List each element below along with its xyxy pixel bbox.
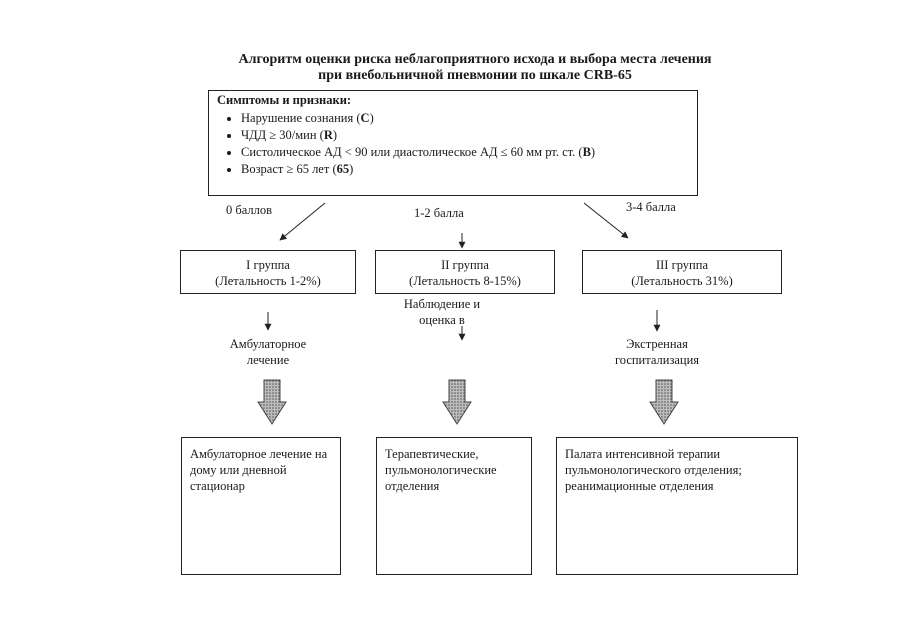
group-name: II группа [441,258,489,272]
symptoms-list: Нарушение сознания (C) ЧДД ≥ 30/мин (R) … [217,110,689,178]
final-box-1: Амбулаторное лечение на дому или дневной… [181,437,341,575]
group-box-1: I группа (Летальность 1-2%) [180,250,356,294]
final-box-2: Терапевтические, пульмонологические отде… [376,437,532,575]
diagram-title: Алгоритм оценки риска неблагоприятного и… [150,52,800,84]
group-mortality: (Летальность 8-15%) [409,274,521,288]
symptom-item: Нарушение сознания (C) [241,110,689,127]
score-label-center: 1-2 балла [414,206,464,220]
title-line-2: при внебольничной пневмонии по шкале CRB… [318,68,632,83]
symptom-item: ЧДД ≥ 30/мин (R) [241,127,689,144]
symptom-item: Систолическое АД < 90 или диастолическое… [241,144,689,161]
final-box-3: Палата интенсивной терапии пульмонологич… [556,437,798,575]
symptoms-box: Симптомы и признаки: Нарушение сознания … [208,90,698,196]
middle-text-center: Наблюдение и оценка в [392,296,492,328]
group-box-3: III группа (Летальность 31%) [582,250,782,294]
score-label-left: 0 баллов [226,203,273,217]
arrow-to-group-1 [279,202,326,241]
group-mortality: (Летальность 1-2%) [215,274,321,288]
score-label-right: 3-4 балла [626,200,676,214]
arrow-to-group-3 [583,202,629,239]
title-line-1: Алгоритм оценки риска неблагоприятного и… [238,52,712,67]
group-name: III группа [655,258,708,272]
symptoms-header: Симптомы и признаки: [217,93,352,107]
thick-arrow-left [257,379,287,425]
middle-text-left: Амбулаторное лечение [229,337,307,367]
middle-text-right: Экстренная госпитализация [614,337,700,367]
group-mortality: (Летальность 31%) [631,274,733,288]
thick-arrow-center [442,379,472,425]
group-name: I группа [246,258,290,272]
group-box-2: II группа (Летальность 8-15%) [375,250,555,294]
thick-arrow-right [649,379,679,425]
symptom-item: Возраст ≥ 65 лет (65) [241,161,689,178]
